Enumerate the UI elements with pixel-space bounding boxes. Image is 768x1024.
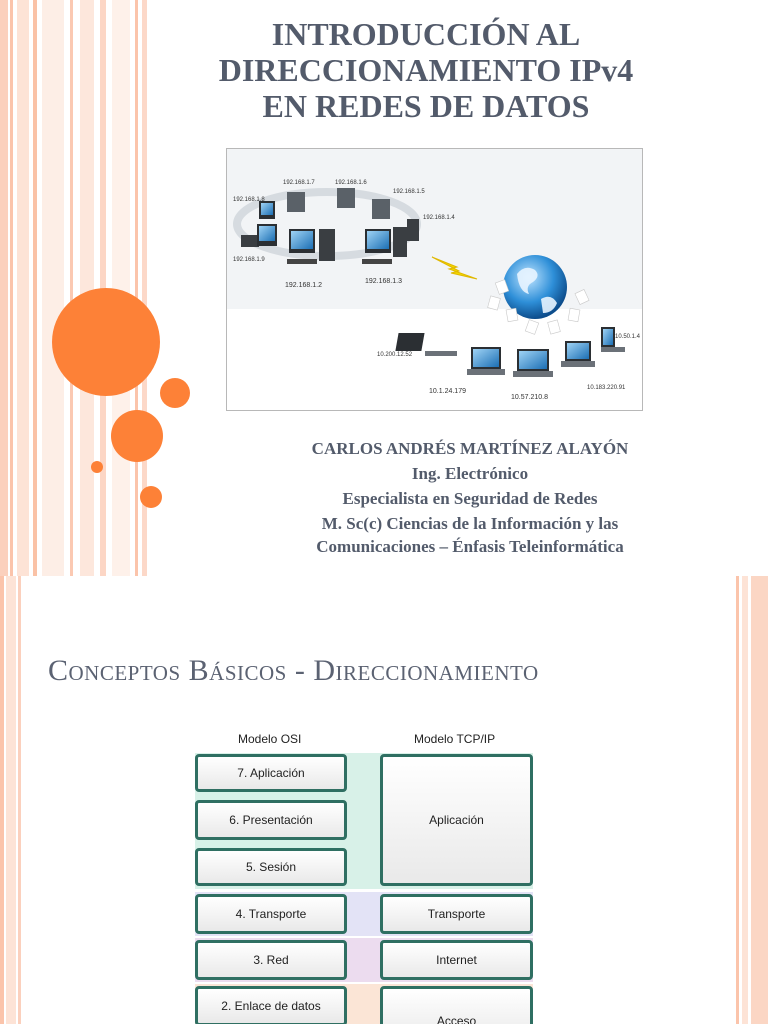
lightning-icon	[431, 256, 478, 280]
wan-laptops	[395, 327, 625, 377]
lan-ip-labels: 192.168.1.8 192.168.1.7 192.168.1.6 192.…	[233, 180, 455, 289]
left-stripes	[0, 0, 150, 576]
author-block: CARLOS ANDRÉS MARTÍNEZ ALAYÓN Ing. Elect…	[220, 436, 720, 557]
author-degree: Ing. Electrónico	[411, 464, 529, 483]
author-msc-line-1: M. Sc(c) Ciencias de la Información y la…	[321, 514, 619, 533]
wan-ip-1: 10.200.12.52	[377, 352, 413, 358]
medium-circle	[111, 410, 163, 462]
tcpip-application-label: Aplicación	[429, 813, 484, 827]
tcpip-layer-internet: Internet	[380, 940, 533, 980]
tcpip-model-header: Modelo TCP/IP	[414, 732, 496, 746]
lan-ip-2: 192.168.1.2	[285, 282, 322, 289]
author-msc-line-2: Comunicaciones – Énfasis Teleinformática	[316, 537, 624, 556]
lan-ip-5: 192.168.1.5	[393, 189, 425, 195]
slide-2: Conceptos Básicos - Direccionamiento Mod…	[0, 576, 768, 1024]
osi-layer-2: 2. Enlace de datos	[195, 986, 347, 1024]
osi-layer-3: 3. Red	[195, 940, 347, 980]
lan-ip-7: 192.168.1.7	[283, 180, 315, 186]
lan-ip-8: 192.168.1.8	[233, 197, 265, 203]
decorative-circles	[52, 288, 190, 508]
band-gutter	[350, 753, 380, 1024]
osi-layer-7: 7. Aplicación	[195, 754, 347, 792]
tcpip-layer-transport: Transporte	[380, 894, 533, 934]
slide-title: INTRODUCCIÓN AL DIRECCIONAMIENTO IPv4 EN…	[150, 16, 702, 124]
small-circle-2	[140, 486, 162, 508]
wan-ip-2: 10.1.24.179	[429, 388, 466, 395]
lan-ip-3: 192.168.1.3	[365, 278, 402, 285]
tcpip-layer-application: Aplicación	[380, 754, 533, 886]
large-circle	[52, 288, 160, 396]
author-specialty: Especialista en Seguridad de Redes	[342, 489, 598, 508]
tcpip-layer-access: Acceso	[380, 986, 533, 1024]
lan-ip-4: 192.168.1.4	[423, 215, 455, 221]
osi-layer-4-label: 4. Transporte	[235, 907, 307, 921]
globe-icon	[503, 255, 567, 319]
network-diagram-image: 192.168.1.8 192.168.1.7 192.168.1.6 192.…	[226, 148, 643, 411]
wan-ip-labels: 10.200.12.52 10.1.24.179 10.57.210.8 10.…	[377, 334, 641, 401]
wan-ip-4: 10.183.220.91	[587, 385, 626, 391]
osi-layer-4: 4. Transporte	[195, 894, 347, 934]
wan-ip-3: 10.57.210.8	[511, 394, 548, 401]
osi-layer-6-label: 6. Presentación	[229, 813, 313, 827]
osi-layer-6: 6. Presentación	[195, 800, 347, 840]
data-packets	[487, 279, 590, 335]
slide-2-title: Conceptos Básicos - Direccionamiento	[48, 654, 539, 687]
title-line-1: INTRODUCCIÓN AL	[271, 16, 581, 52]
lan-ip-6: 192.168.1.6	[335, 180, 367, 186]
slide-1: INTRODUCCIÓN AL DIRECCIONAMIENTO IPv4 EN…	[0, 0, 720, 576]
osi-layer-2-label: 2. Enlace de datos	[221, 999, 321, 1013]
tcpip-transport-label: Transporte	[427, 907, 486, 921]
title-line-2: DIRECCIONAMIENTO IPv4	[218, 52, 634, 88]
lan-ip-9: 192.168.1.9	[233, 257, 265, 263]
tcpip-access-label: Acceso	[436, 1014, 477, 1024]
author-name: CARLOS ANDRÉS MARTÍNEZ ALAYÓN	[311, 439, 629, 458]
osi-layer-3-label: 3. Red	[253, 953, 289, 967]
osi-layer-7-label: 7. Aplicación	[237, 766, 305, 780]
lan-computers	[241, 188, 419, 264]
title-line-3: EN REDES DE DATOS	[262, 88, 590, 124]
tiny-circle	[91, 461, 103, 473]
wan-ip-5: 10.50.1.4	[615, 334, 641, 340]
osi-layer-5-label: 5. Sesión	[245, 860, 297, 874]
osi-model-header: Modelo OSI	[238, 732, 302, 746]
small-circle	[160, 378, 190, 408]
tcpip-internet-label: Internet	[436, 953, 477, 967]
osi-layer-5: 5. Sesión	[195, 848, 347, 886]
